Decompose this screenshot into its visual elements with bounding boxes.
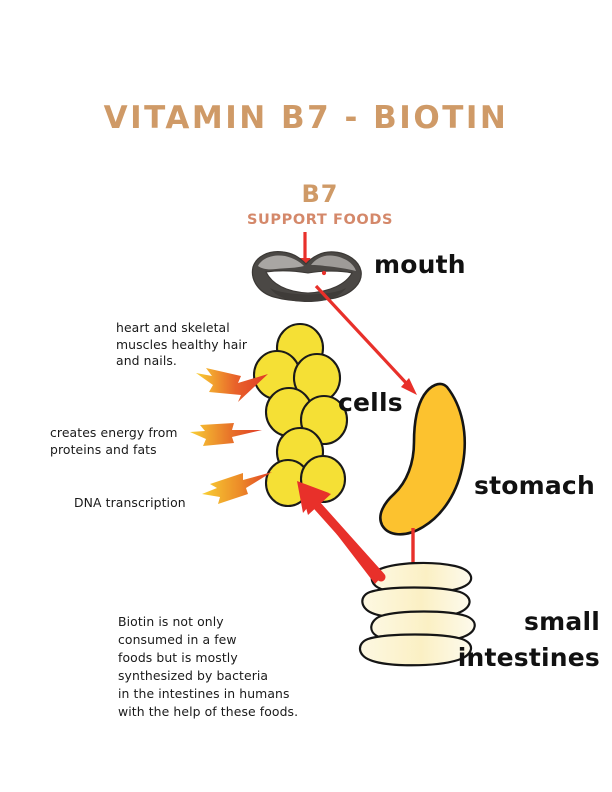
- mouth-label: mouth: [374, 250, 466, 279]
- arrow-intestines-to-cells-icon: [297, 481, 386, 584]
- vitamin-code-label: B7: [301, 180, 339, 208]
- mouth-illustration: [251, 251, 362, 302]
- support-foods-label: SUPPORT FOODS: [246, 212, 394, 228]
- callout-energy: creates energy from proteins and fats: [50, 425, 178, 457]
- cells-label: cells: [338, 388, 403, 417]
- callout-dna: DNA transcription: [74, 495, 186, 510]
- biotin-note-paragraph: Biotin is not only consumed in a few foo…: [118, 614, 299, 719]
- arrow-cells-to-muscles-icon: [196, 368, 268, 402]
- stomach-label: stomach: [474, 471, 595, 500]
- callout-muscles: heart and skeletal muscles healthy hair …: [116, 320, 248, 368]
- small-intestines-label-line2: intestines: [457, 643, 600, 672]
- page-title: VITAMIN B7 - BIOTIN: [103, 100, 509, 136]
- arrow-stomach-to-intestines-icon: [406, 528, 420, 594]
- arrow-food-to-mouth-icon: [299, 232, 311, 272]
- small-intestines-label-line1: small: [524, 607, 600, 636]
- arrow-mouth-to-stomach-icon: [314, 284, 417, 395]
